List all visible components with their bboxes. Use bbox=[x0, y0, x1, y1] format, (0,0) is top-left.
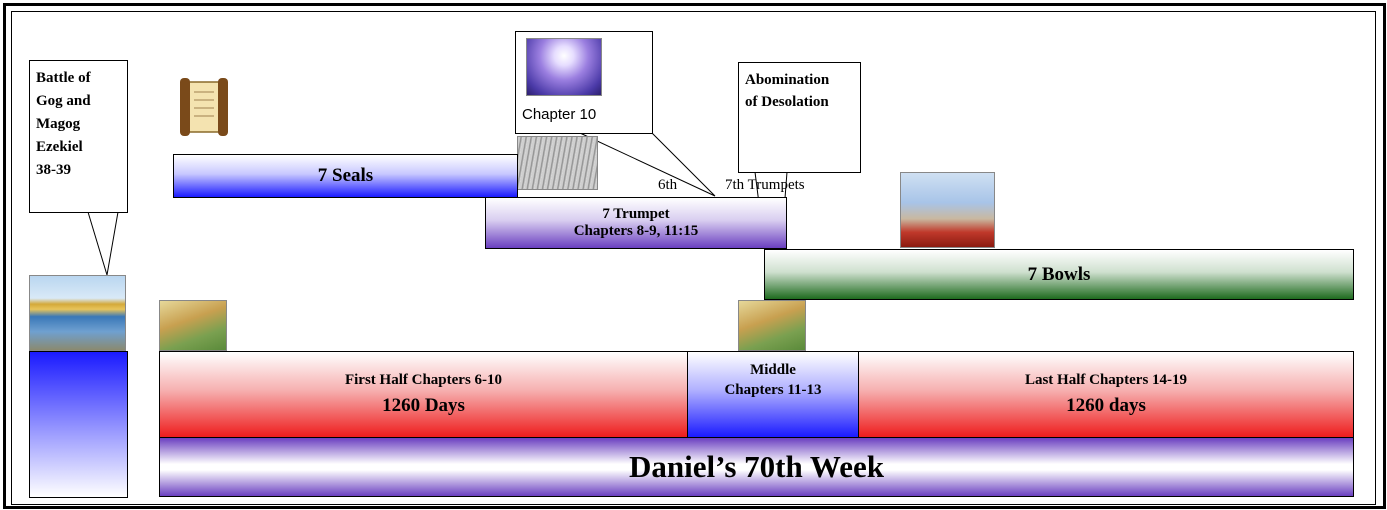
crowd-engraving-image bbox=[517, 136, 598, 190]
inner-frame bbox=[11, 11, 1376, 505]
last-half-days: 1260 days bbox=[1066, 395, 1146, 416]
gog-line-5: 38-39 bbox=[36, 162, 71, 178]
scroll-icon bbox=[178, 74, 230, 140]
abomination-callout: Abomination of Desolation bbox=[738, 62, 861, 173]
abomination-line-2: of Desolation bbox=[745, 94, 829, 110]
daniel-70th-week-label: Daniel’s 70th Week bbox=[629, 449, 884, 484]
bowls-label: 7 Bowls bbox=[1027, 263, 1091, 285]
abomination-line-1: Abomination bbox=[745, 72, 830, 88]
seventh-label: 7th Trumpets bbox=[725, 177, 805, 193]
seals-label: 7 Seals bbox=[317, 165, 374, 186]
bowls-painting-image bbox=[900, 172, 995, 248]
gog-line-2: Gog and bbox=[36, 93, 91, 109]
middle-chapters: Chapters 11-13 bbox=[724, 382, 822, 398]
sixth-label: 6th bbox=[658, 177, 678, 193]
first-half-label: First Half Chapters 6-10 bbox=[344, 372, 503, 388]
trumpet-title: 7 Trumpet bbox=[602, 206, 670, 222]
daniel-70th-week-bar: Daniel’s 70th Week bbox=[159, 437, 1354, 497]
gog-callout: Battle of Gog and Magog Ezekiel 38-39 bbox=[29, 60, 128, 213]
middle-label: Middle bbox=[750, 362, 796, 378]
trumpet-chapters: Chapters 8-9, 11:15 bbox=[573, 223, 699, 239]
angel-image bbox=[526, 38, 602, 96]
bowls-bar: 7 Bowls bbox=[764, 249, 1354, 300]
gog-line-4: Ezekiel bbox=[36, 139, 83, 155]
seals-bar: 7 Seals bbox=[173, 154, 518, 198]
temple-image bbox=[159, 300, 227, 351]
outer-frame bbox=[3, 3, 1386, 509]
temple-image-middle bbox=[738, 300, 806, 351]
middle-bar: Middle Chapters 11-13 bbox=[687, 351, 859, 438]
last-half-label: Last Half Chapters 14-19 bbox=[1024, 372, 1188, 388]
first-half-bar: First Half Chapters 6-10 1260 Days bbox=[159, 351, 688, 438]
gog-line-3: Magog bbox=[36, 116, 81, 132]
last-half-bar: Last Half Chapters 14-19 1260 days bbox=[858, 351, 1354, 438]
chapter10-label: Chapter 10 bbox=[522, 106, 597, 123]
chapter10-callout: Chapter 10 bbox=[515, 31, 653, 134]
gog-line-1: Battle of bbox=[36, 70, 91, 86]
dome-of-the-rock-image bbox=[29, 275, 126, 351]
first-half-days: 1260 Days bbox=[382, 395, 465, 416]
left-blue-column bbox=[29, 351, 128, 498]
trumpet-bar: 7 Trumpet Chapters 8-9, 11:15 bbox=[485, 197, 787, 249]
